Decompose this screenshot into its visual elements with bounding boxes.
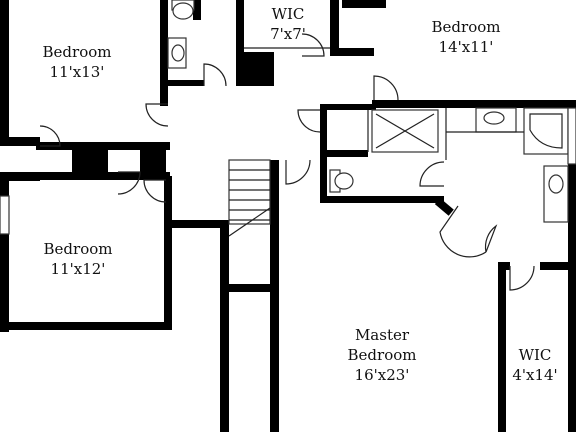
fixtures	[0, 0, 576, 235]
room-master-bedroom: Master Bedroom 16'x23'	[348, 326, 417, 384]
room-wic-top: WIC 7'x7'	[270, 5, 306, 43]
room-name-line1: Master	[355, 326, 410, 344]
doors	[39, 33, 535, 291]
room-bedroom-nw: Bedroom 11'x13'	[43, 43, 112, 81]
room-name: Bedroom	[432, 18, 501, 36]
room-bedroom-ne: Bedroom 14'x11'	[432, 18, 501, 56]
room-size: 11'x12'	[51, 260, 106, 278]
room-name-line2: Bedroom	[348, 346, 417, 364]
room-bedroom-sw: Bedroom 11'x12'	[44, 240, 113, 278]
room-size: 11'x13'	[50, 63, 105, 81]
staircase	[228, 159, 271, 237]
room-size: 7'x7'	[270, 25, 306, 43]
room-name: WIC	[519, 346, 552, 364]
room-size: 14'x11'	[439, 38, 494, 56]
room-size: 4'x14'	[512, 366, 557, 384]
room-wic-master: WIC 4'x14'	[512, 346, 557, 384]
room-size: 16'x23'	[355, 366, 410, 384]
room-name: Bedroom	[44, 240, 113, 258]
room-name: WIC	[272, 5, 305, 23]
room-name: Bedroom	[43, 43, 112, 61]
